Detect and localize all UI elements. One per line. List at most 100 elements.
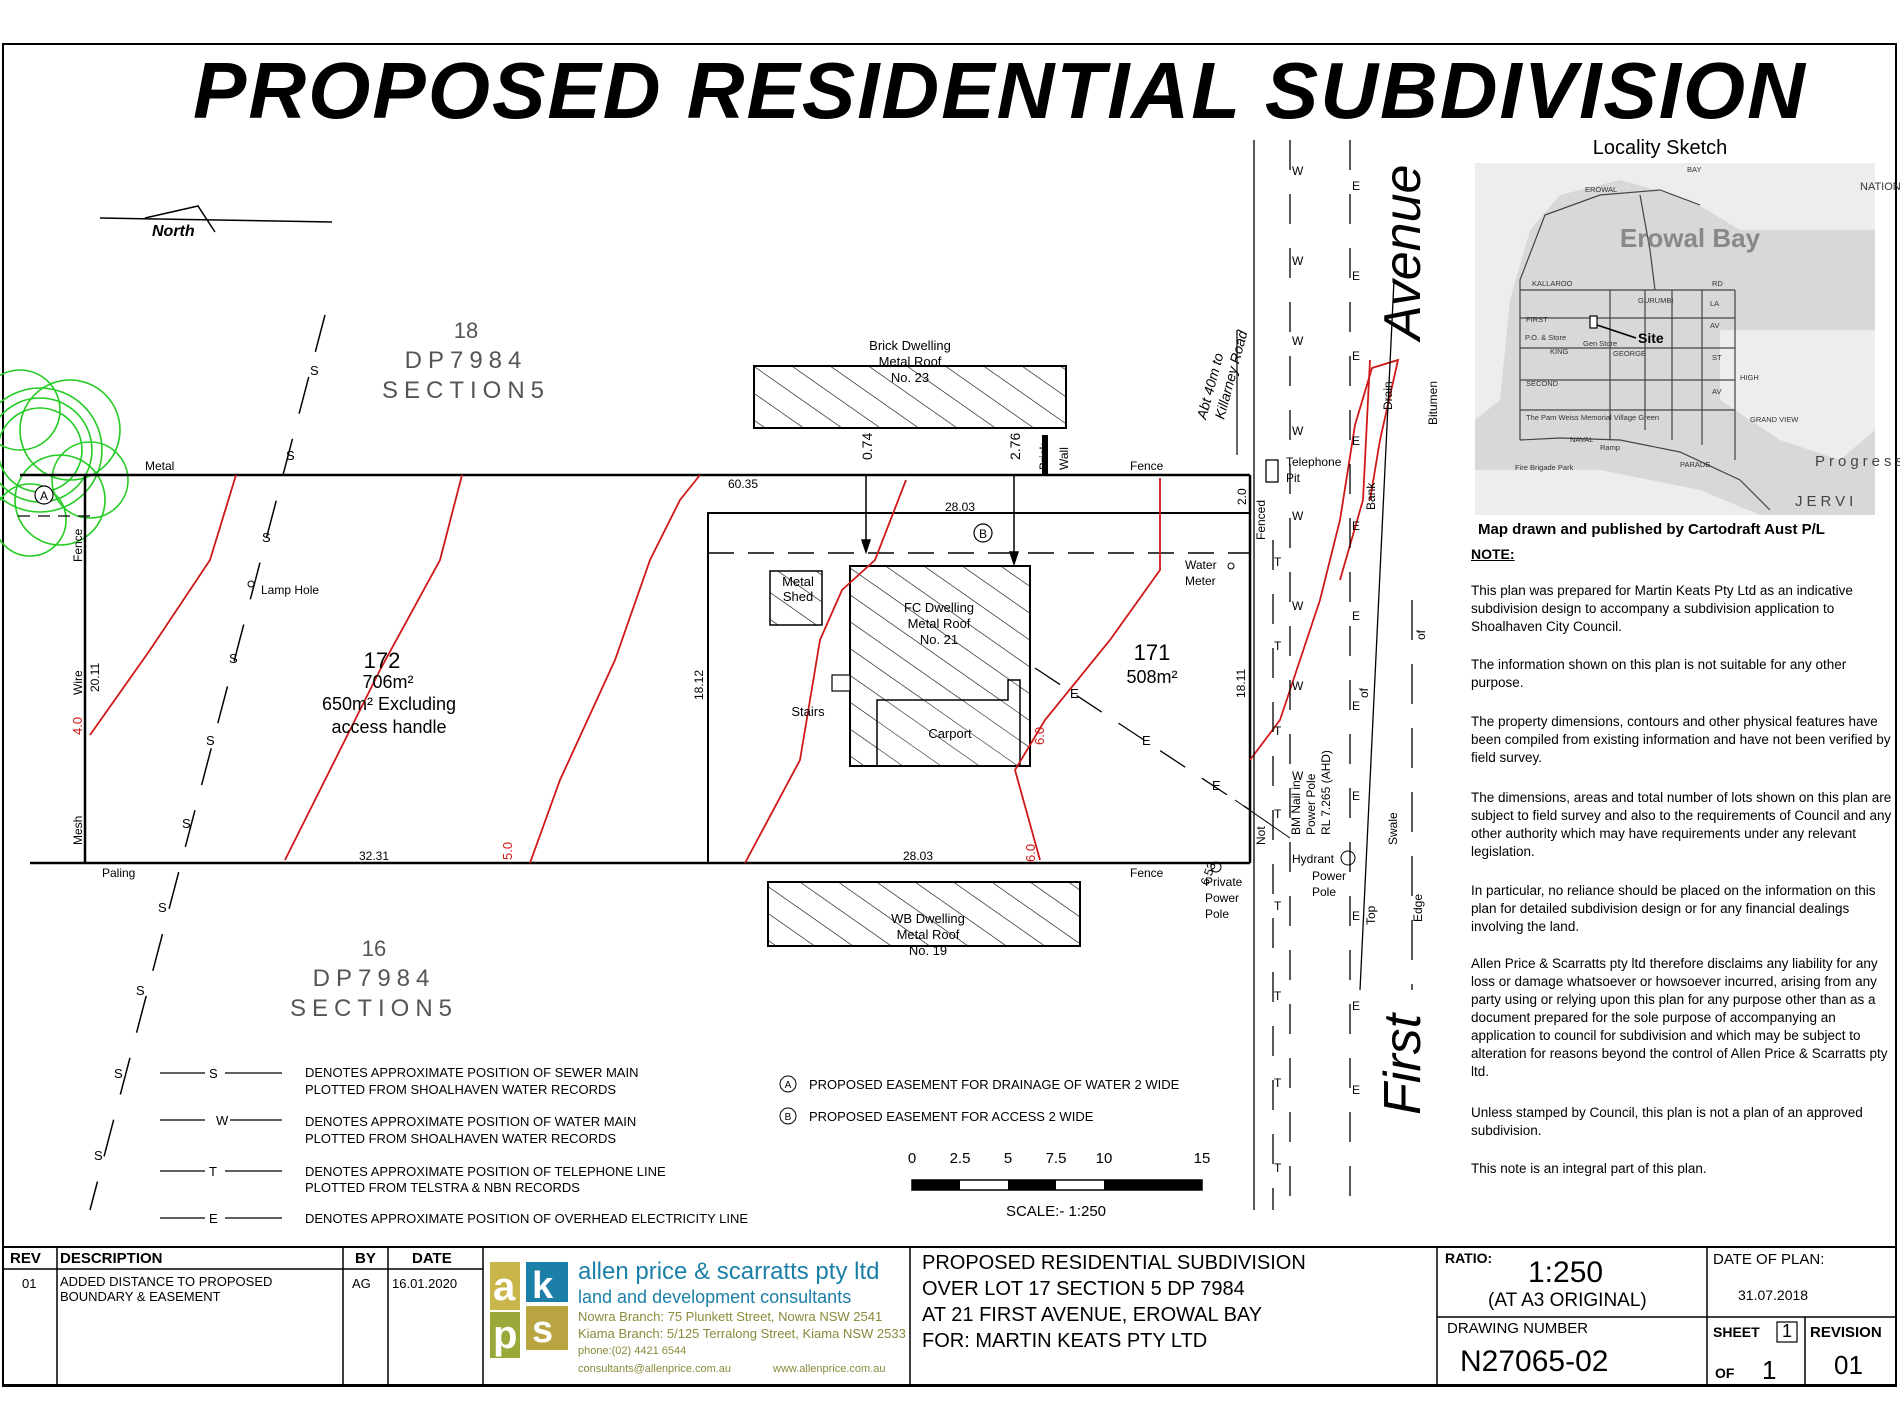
wire-label: Wire <box>71 670 85 695</box>
street-label: KALLAROO <box>1532 279 1573 288</box>
scale-tick: 5 <box>1004 1150 1012 1167</box>
ratio-note: (AT A3 ORIGINAL) <box>1488 1290 1647 1311</box>
street-label: KING <box>1550 347 1569 356</box>
locality-credit: Map drawn and published by Cartodraft Au… <box>1478 521 1825 538</box>
svg-text:E: E <box>1070 686 1079 701</box>
note-paragraph: The information shown on this plan is no… <box>1471 657 1847 690</box>
svg-text:S: S <box>182 816 191 831</box>
street-name-first: First <box>1374 1011 1432 1115</box>
ratio-header: RATIO: <box>1445 1250 1493 1266</box>
revision-header: REVISION <box>1810 1324 1882 1341</box>
svg-text:E: E <box>1352 789 1360 803</box>
street-label: NATION <box>1860 181 1900 193</box>
misc-labels: Metal Fence Fence Wire Mesh Paling Fence… <box>71 442 1346 921</box>
street-label: P.O. & Store <box>1525 333 1566 342</box>
nowra-branch: Nowra Branch: 75 Plunkett Street, Nowra … <box>578 1309 883 1324</box>
svg-text:W: W <box>1292 599 1304 613</box>
street-label: ST <box>1712 353 1722 362</box>
svg-text:S: S <box>94 1148 103 1163</box>
lot16-section: SECTION5 <box>290 995 458 1022</box>
lot172-access: access handle <box>331 717 446 737</box>
water-meter-label: Meter <box>1185 574 1216 588</box>
company-logo: a p k s <box>490 1262 568 1358</box>
svg-text:T: T <box>1274 807 1282 821</box>
road-annotations: Drain Bank Bitumen Swale Top of of Edge … <box>1235 381 1440 925</box>
water-meter-label: Water <box>1185 558 1217 572</box>
telephone-pit-label: Telephone <box>1286 455 1342 469</box>
legend-symbol: S <box>209 1066 218 1081</box>
paling-label: Paling <box>102 866 135 880</box>
contour-label: 6.0 <box>1023 844 1038 862</box>
dim-inner-bottom: 28.03 <box>903 849 933 863</box>
north-arrow: North <box>99 205 333 240</box>
legend-text: PLOTTED FROM SHOALHAVEN WATER RECORDS <box>305 1131 616 1146</box>
legend-text: DENOTES APPROXIMATE POSITION OF TELEPHON… <box>305 1164 666 1179</box>
title-block-frame <box>2 1246 1897 1386</box>
svg-text:E: E <box>1352 1083 1360 1097</box>
not-label: Not <box>1254 826 1268 845</box>
bitumen-label: Bitumen <box>1426 381 1440 425</box>
svg-text:k: k <box>532 1265 554 1307</box>
no23-label: Metal Roof <box>879 354 942 369</box>
svg-text:S: S <box>310 363 319 378</box>
offset-arrows <box>860 475 1020 567</box>
date-of-plan-header: DATE OF PLAN: <box>1713 1251 1825 1268</box>
locality-place: Erowal Bay <box>1620 223 1761 253</box>
metal-label: Metal <box>145 459 174 473</box>
lot172-excluding: 650m² Excluding <box>322 694 456 714</box>
legend-text: DENOTES APPROXIMATE POSITION OF WATER MA… <box>305 1114 636 1129</box>
company-name: allen price & scarratts pty ltd <box>578 1258 880 1285</box>
svg-text:W: W <box>1292 509 1304 523</box>
contour-label: 6.0 <box>1032 727 1047 745</box>
no21-label: Metal Roof <box>908 616 971 631</box>
note-paragraph: The property dimensions, contours and ot… <box>1471 714 1891 765</box>
by-header: BY <box>355 1250 376 1267</box>
svg-text:E: E <box>1352 179 1360 193</box>
notes-heading: NOTE: <box>1471 546 1515 562</box>
street-label: RD <box>1712 279 1723 288</box>
street-label: SECOND <box>1526 379 1559 388</box>
power-pole-icon <box>1340 850 1356 866</box>
metal-shed <box>769 570 823 626</box>
street-name-avenue: Avenue <box>1374 165 1432 343</box>
lamp-hole-icon <box>247 580 255 588</box>
easement-legend: A PROPOSED EASEMENT FOR DRAINAGE OF WATE… <box>779 1075 1180 1125</box>
hydrant-label: Hydrant <box>1292 852 1335 866</box>
svg-text:S: S <box>158 900 167 915</box>
street-label: GEORGE <box>1613 349 1646 358</box>
contour-label: 5.0 <box>500 842 515 860</box>
private-pole-label: Power <box>1205 891 1239 905</box>
dim-left: 20.11 <box>88 663 102 692</box>
lot16-dp: DP7984 <box>313 965 436 992</box>
street-label: NAVAL <box>1570 435 1593 444</box>
easement-a-marker: A <box>34 485 54 505</box>
company-email[interactable]: consultants@allenprice.com.au <box>578 1363 732 1375</box>
dim-top: 60.35 <box>728 477 758 491</box>
street-label: AV <box>1712 387 1721 396</box>
telephone-pit-label: Pit <box>1286 471 1301 485</box>
north-label: North <box>152 223 195 240</box>
legend-symbol: T <box>209 1164 217 1179</box>
by-value: AG <box>352 1276 371 1291</box>
legend-text: DENOTES APPROXIMATE POSITION OF SEWER MA… <box>305 1065 638 1080</box>
project-line-1: PROPOSED RESIDENTIAL SUBDIVISION <box>922 1252 1306 1274</box>
contour-label: 4.0 <box>70 717 85 735</box>
note-paragraph: The dimensions, areas and total number o… <box>1471 790 1892 859</box>
shed-label: Metal <box>782 574 814 589</box>
street-label: FIRST <box>1526 315 1548 324</box>
date-value: 16.01.2020 <box>392 1276 458 1291</box>
scale-tick: 0 <box>908 1150 916 1167</box>
power-pole-label: Power <box>1312 869 1346 883</box>
locality-map: Erowal Bay Site EROWAL BAY KALLAROO RD G… <box>1475 163 1900 515</box>
company-web[interactable]: www.allenprice.com.au <box>773 1363 886 1375</box>
legend-text: DENOTES APPROXIMATE POSITION OF OVERHEAD… <box>305 1211 748 1226</box>
contour-lines <box>89 358 1400 864</box>
svg-text:T: T <box>1274 899 1282 913</box>
of-number: 1 <box>1762 1355 1777 1385</box>
street-label: Fire Brigade Park <box>1515 463 1574 472</box>
street-label: PARADE <box>1680 460 1710 469</box>
electricity-line: EEE <box>1034 667 1251 811</box>
svg-text:E: E <box>1352 349 1360 363</box>
dim-mid: 18.12 <box>692 670 706 700</box>
